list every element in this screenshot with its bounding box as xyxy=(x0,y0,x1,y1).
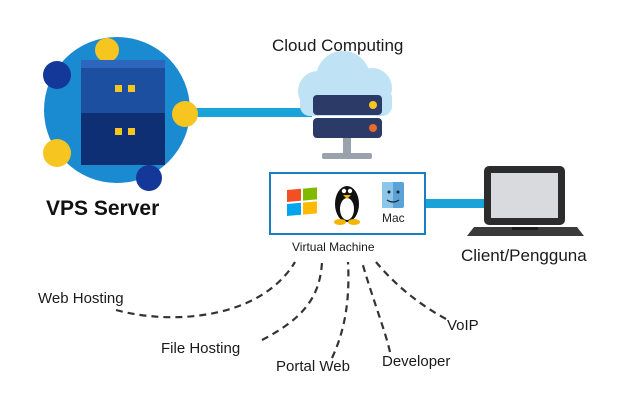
dash-voip xyxy=(375,261,447,320)
linux-tux-icon xyxy=(334,186,360,225)
service-voip: VoIP xyxy=(447,317,479,334)
dash-file-hosting xyxy=(261,261,324,341)
client-label: Client/Pengguna xyxy=(461,246,587,265)
dash-portal-web xyxy=(331,261,350,359)
service-portal-web: Portal Web xyxy=(276,358,350,375)
laptop-icon xyxy=(467,166,584,236)
connector-vm-client xyxy=(426,199,488,208)
cloud-computing-label: Cloud Computing xyxy=(272,36,404,55)
service-connectors xyxy=(115,261,447,359)
windows-logo-icon xyxy=(287,187,317,216)
service-developer: Developer xyxy=(382,353,451,370)
dash-web-hosting xyxy=(115,261,296,319)
vps-server-label: VPS Server xyxy=(46,197,160,220)
vps-server-icon xyxy=(43,37,198,191)
virtual-machine-label: Virtual Machine xyxy=(292,240,375,254)
connector-server-cloud xyxy=(172,108,312,117)
cloud-server-icon xyxy=(298,51,392,159)
dash-developer xyxy=(360,261,392,353)
mac-label: Mac xyxy=(382,211,405,225)
service-file-hosting: File Hosting xyxy=(161,340,241,357)
mac-finder-icon xyxy=(382,182,404,208)
service-web-hosting: Web Hosting xyxy=(38,290,124,307)
